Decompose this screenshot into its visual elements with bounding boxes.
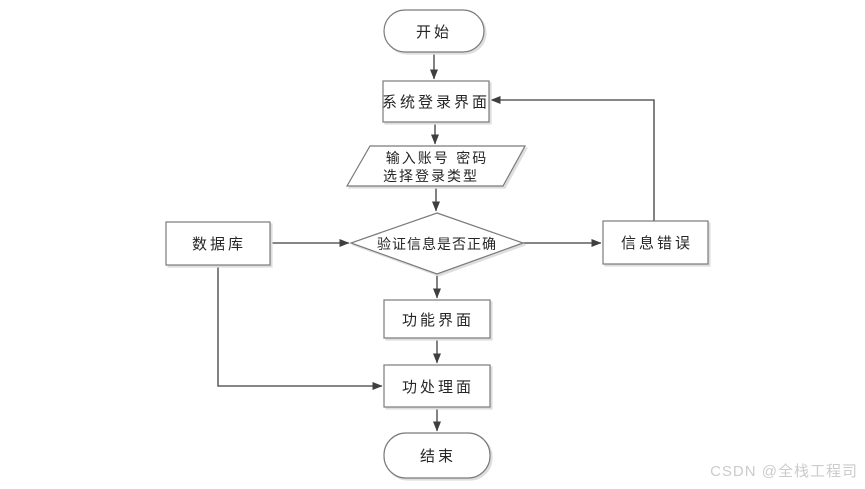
end-terminator-shape: [383, 432, 491, 479]
process-process-shape: [383, 364, 491, 408]
input-io-shape: [345, 145, 527, 187]
verify-label: 验证信息是否正确: [377, 236, 497, 253]
input-label-line2: 选择登录类型: [383, 169, 479, 185]
node-error: 信息错误: [602, 220, 709, 265]
function-label: 功能界面: [402, 311, 474, 329]
edge-error-to-login: [490, 96, 655, 221]
function-process-shape: [383, 299, 491, 339]
error-process-shape: [602, 220, 709, 265]
node-verify: 验证信息是否正确: [349, 212, 525, 275]
node-function: 功能界面: [383, 299, 491, 339]
database-label: 数据库: [192, 235, 246, 253]
verify-decision-shape: [349, 212, 525, 275]
node-login: 系统登录界面: [382, 80, 490, 123]
error-label: 信息错误: [621, 234, 693, 252]
login-label: 系统登录界面: [382, 93, 490, 111]
start-terminator-shape: [383, 9, 485, 53]
end-label: 结束: [420, 447, 456, 465]
input-label-line1: 输入账号 密码: [386, 150, 488, 167]
node-process: 功处理面: [383, 364, 491, 408]
process-label: 功处理面: [402, 378, 474, 396]
edges: [217, 52, 655, 432]
login-process-shape: [382, 80, 490, 123]
database-process-shape: [165, 221, 271, 266]
edge-database-to-process: [217, 265, 383, 390]
node-end: 结束: [383, 432, 491, 479]
start-label: 开始: [416, 23, 452, 41]
node-input: 输入账号 密码 选择登录类型: [345, 145, 527, 187]
node-database: 数据库: [165, 221, 271, 266]
node-start: 开始: [383, 9, 485, 53]
csdn-watermark: CSDN @全栈工程司: [710, 462, 858, 480]
